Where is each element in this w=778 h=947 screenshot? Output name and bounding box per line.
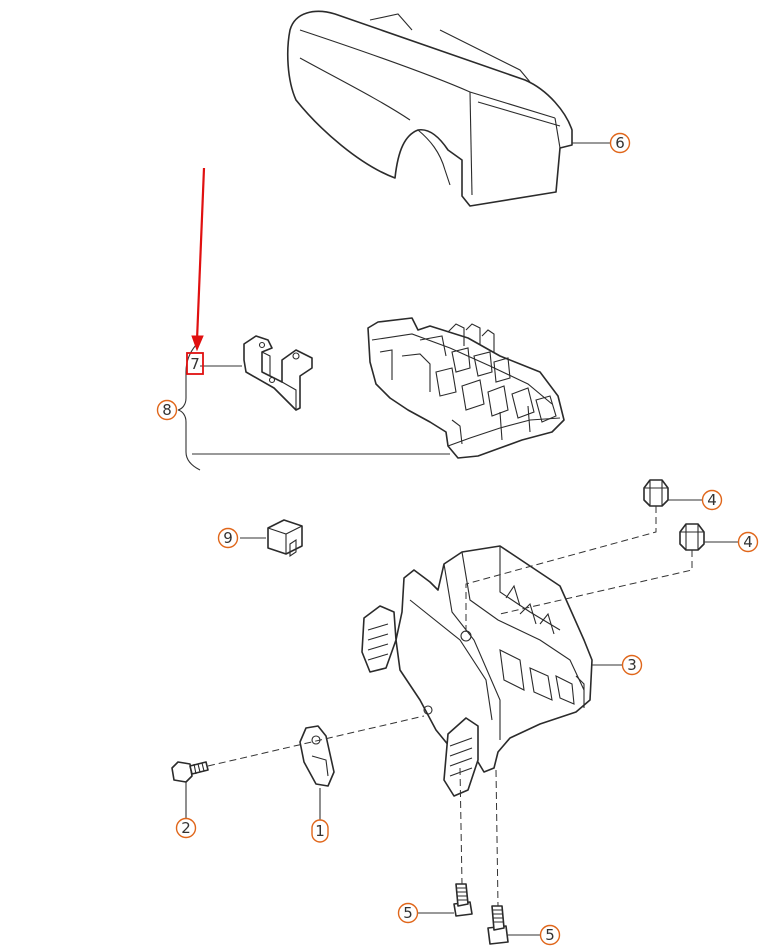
callout-3: 3 bbox=[621, 654, 643, 676]
callout-label: 2 bbox=[181, 819, 191, 837]
bolt-2 bbox=[171, 761, 209, 783]
callout-circle bbox=[175, 817, 197, 839]
callout-9: 9 bbox=[217, 527, 239, 549]
callout-label: 6 bbox=[615, 134, 625, 152]
callout-2: 2 bbox=[175, 817, 197, 839]
callout-5-right: 5 bbox=[539, 924, 561, 946]
callout-label: 4 bbox=[707, 491, 717, 509]
relay-bracket bbox=[243, 335, 313, 411]
callout-label: 3 bbox=[627, 656, 637, 674]
callout-circle bbox=[609, 132, 631, 154]
callout-circle bbox=[737, 531, 759, 553]
callout-5-left: 5 bbox=[397, 902, 419, 924]
callout-circle bbox=[311, 819, 329, 843]
callout-circle bbox=[539, 924, 561, 946]
annotation-arrow bbox=[191, 167, 206, 352]
callout-label: 9 bbox=[223, 529, 233, 547]
fuse-box-housing bbox=[367, 317, 565, 459]
callout-label: 7 bbox=[190, 355, 200, 373]
callout-circle bbox=[701, 489, 723, 511]
assembly-lines bbox=[207, 506, 693, 907]
callout-8: 8 bbox=[156, 399, 178, 421]
fuse-box-base bbox=[361, 545, 593, 797]
callout-label: 4 bbox=[743, 533, 753, 551]
callout-7: 7 bbox=[186, 352, 204, 375]
callout-label: 5 bbox=[403, 904, 413, 922]
callout-label: 8 bbox=[162, 401, 172, 419]
bolt-5-left bbox=[453, 883, 473, 917]
callout-label: 5 bbox=[545, 926, 555, 944]
callout-circle bbox=[217, 527, 239, 549]
fuse-box-cover bbox=[286, 10, 573, 207]
callout-1: 1 bbox=[311, 819, 329, 843]
nut-lower bbox=[679, 523, 705, 551]
callout-4-upper: 4 bbox=[701, 489, 723, 511]
leader-lines bbox=[185, 142, 738, 936]
callout-circle bbox=[621, 654, 643, 676]
callout-circle bbox=[397, 902, 419, 924]
nut-upper bbox=[643, 479, 669, 507]
callout-4-lower: 4 bbox=[737, 531, 759, 553]
callout-label: 1 bbox=[315, 822, 325, 840]
relay bbox=[267, 519, 303, 558]
callout-6: 6 bbox=[609, 132, 631, 154]
callout-circle bbox=[156, 399, 178, 421]
arrow-head bbox=[191, 335, 204, 352]
highlight-box bbox=[186, 352, 204, 375]
clip-nut-plate bbox=[299, 725, 335, 787]
bolt-5-right bbox=[487, 905, 509, 945]
arrow-shaft bbox=[195, 167, 206, 341]
